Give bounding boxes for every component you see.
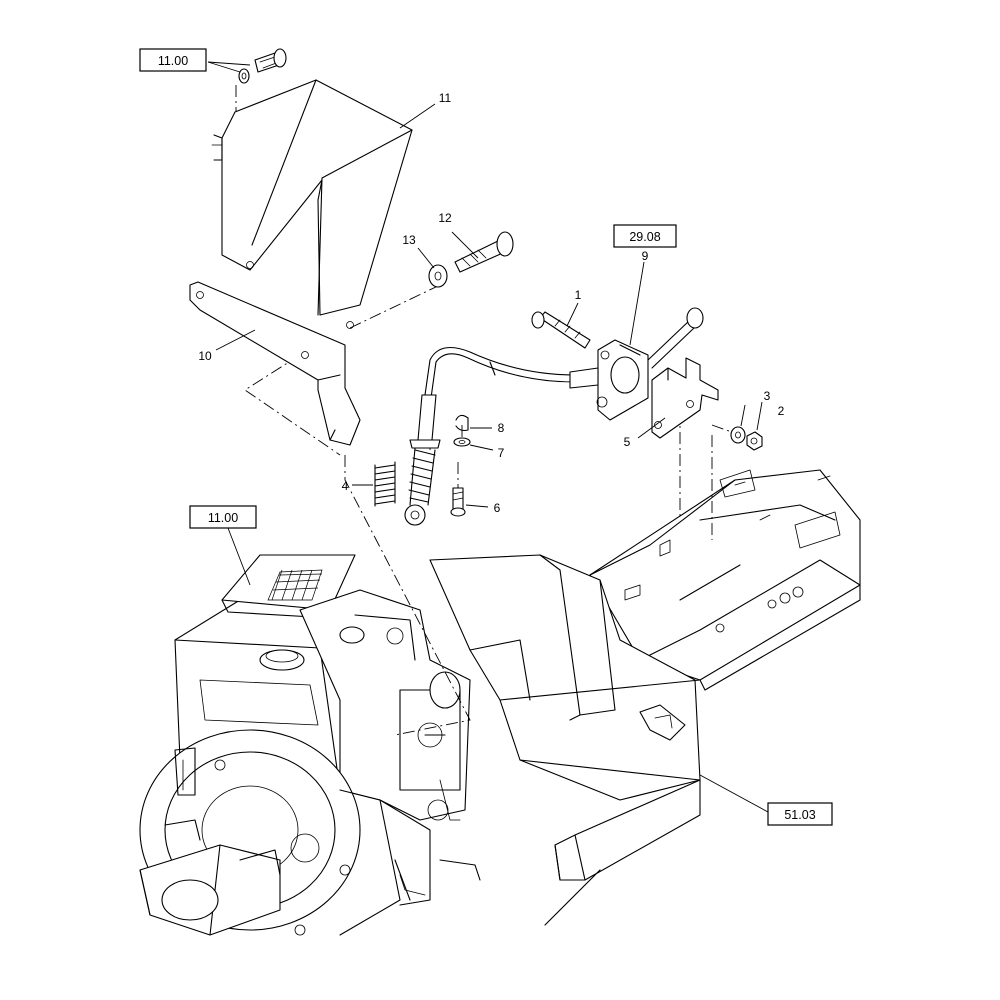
engine-assembly	[139, 554, 481, 936]
callout-10: 10	[198, 349, 212, 363]
callout-3: 3	[764, 389, 771, 403]
top-bolt-and-washer	[238, 48, 287, 84]
chassis-frame	[429, 469, 861, 926]
ref-engine-label: 11.00	[208, 511, 238, 525]
spring-4	[374, 461, 396, 507]
bolt-12	[454, 231, 514, 273]
nut-2	[746, 431, 763, 451]
ref-box-control: 29.08	[613, 224, 677, 248]
ref-guard-top-label: 11.00	[158, 54, 188, 68]
guard-shield	[211, 79, 413, 329]
ref-control-label: 29.08	[629, 230, 660, 244]
callout-11: 11	[439, 91, 452, 105]
callout-13: 13	[402, 233, 416, 247]
callout-6: 6	[494, 501, 501, 515]
callout-1: 1	[575, 288, 582, 302]
callout-5: 5	[624, 435, 631, 449]
air-filter-grille	[267, 569, 323, 601]
clip-8	[455, 414, 469, 432]
mounting-plate-5	[651, 357, 719, 439]
callout-numbers: 11 12 13 9 1 10 3 2 8 5 7 4 6	[198, 91, 784, 515]
washer-7	[453, 437, 471, 447]
ref-box-guard-top: 11.00	[139, 48, 207, 72]
control-lever	[596, 307, 704, 421]
ref-box-chassis: 51.03	[767, 802, 833, 826]
callout-2: 2	[778, 404, 785, 418]
bolt-6	[450, 487, 466, 517]
callout-4: 4	[342, 479, 349, 493]
callout-8: 8	[498, 421, 505, 435]
ref-chassis-label: 51.03	[784, 808, 815, 822]
throttle-cable	[404, 346, 599, 526]
washer-13	[428, 264, 448, 288]
callout-7: 7	[498, 446, 505, 460]
ref-box-engine: 11.00	[189, 505, 257, 529]
bolt-1	[531, 311, 591, 349]
callout-9: 9	[642, 249, 649, 263]
washer-3	[730, 426, 746, 444]
bracket	[189, 281, 361, 446]
leader-lines	[207, 61, 769, 813]
callout-12: 12	[438, 211, 452, 225]
